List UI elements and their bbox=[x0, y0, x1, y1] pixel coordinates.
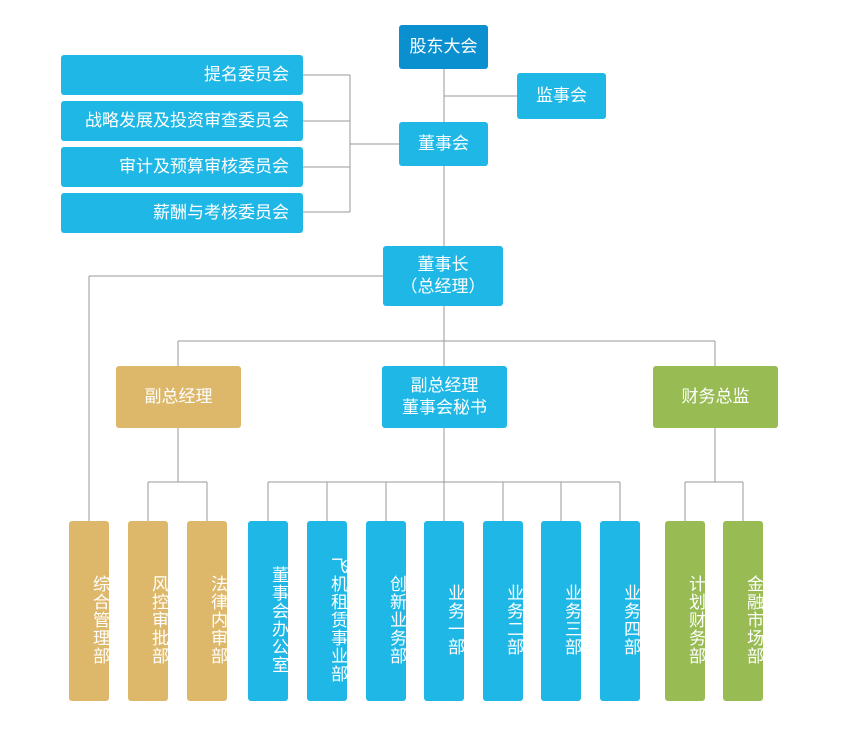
risk-approval-dept: 风控审批部 bbox=[128, 521, 168, 701]
business-dept-2: 业务二部 bbox=[483, 521, 523, 701]
general-management-dept: 综合管理部 bbox=[69, 521, 109, 701]
board-office-dept: 董事会办公室 bbox=[248, 521, 288, 701]
nomination-committee-box: 提名委员会 bbox=[61, 55, 303, 95]
chairman-box: 董事长 （总经理） bbox=[383, 246, 503, 306]
shareholders-meeting-box: 股东大会 bbox=[399, 25, 488, 69]
strategy-investment-committee-box: 战略发展及投资审查委员会 bbox=[61, 101, 303, 141]
planning-finance-dept: 计划财务部 bbox=[665, 521, 705, 701]
business-dept-3: 业务三部 bbox=[541, 521, 581, 701]
vice-president-box: 副总经理 bbox=[116, 366, 241, 428]
compensation-committee-box: 薪酬与考核委员会 bbox=[61, 193, 303, 233]
financial-markets-dept: 金融市场部 bbox=[723, 521, 763, 701]
business-dept-4: 业务四部 bbox=[600, 521, 640, 701]
chairman-subtitle: （总经理） bbox=[400, 277, 486, 297]
business-dept-1: 业务一部 bbox=[424, 521, 464, 701]
supervisory-board-box: 监事会 bbox=[517, 73, 606, 119]
board-secretary-title: 董事会秘书 bbox=[402, 398, 487, 418]
vp-board-secretary-box: 副总经理 董事会秘书 bbox=[382, 366, 507, 428]
innovation-business-dept: 创新业务部 bbox=[366, 521, 406, 701]
cfo-box: 财务总监 bbox=[653, 366, 778, 428]
chairman-title: 董事长 bbox=[417, 255, 469, 275]
legal-audit-dept: 法律内审部 bbox=[187, 521, 227, 701]
aircraft-leasing-dept: 飞机租赁事业部 bbox=[307, 521, 347, 701]
vp-title: 副总经理 bbox=[410, 376, 479, 396]
audit-budget-committee-box: 审计及预算审核委员会 bbox=[61, 147, 303, 187]
board-of-directors-box: 董事会 bbox=[399, 122, 488, 166]
